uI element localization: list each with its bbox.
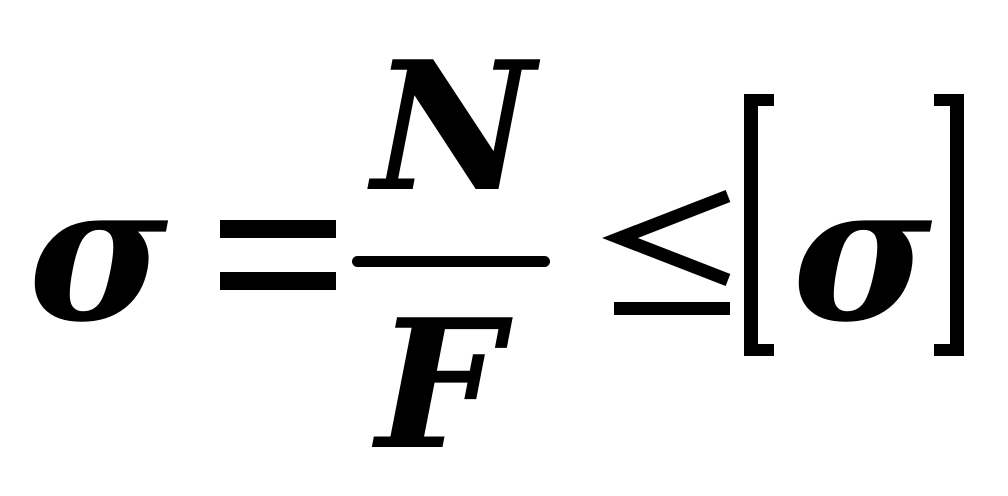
equals-bar-top: [220, 220, 336, 238]
equals-bar-bottom: [220, 272, 336, 290]
fraction-numerator: N: [372, 22, 535, 231]
right-square-bracket: [934, 94, 964, 356]
fraction-denominator: F: [376, 280, 503, 489]
equals-sign: [220, 220, 336, 290]
left-square-bracket: [744, 94, 774, 356]
less-than-or-equal-sign: [602, 189, 731, 315]
fraction-line: [352, 256, 550, 267]
sigma-symbol-right: σ: [792, 141, 933, 364]
sigma-symbol-left: σ: [28, 141, 169, 364]
